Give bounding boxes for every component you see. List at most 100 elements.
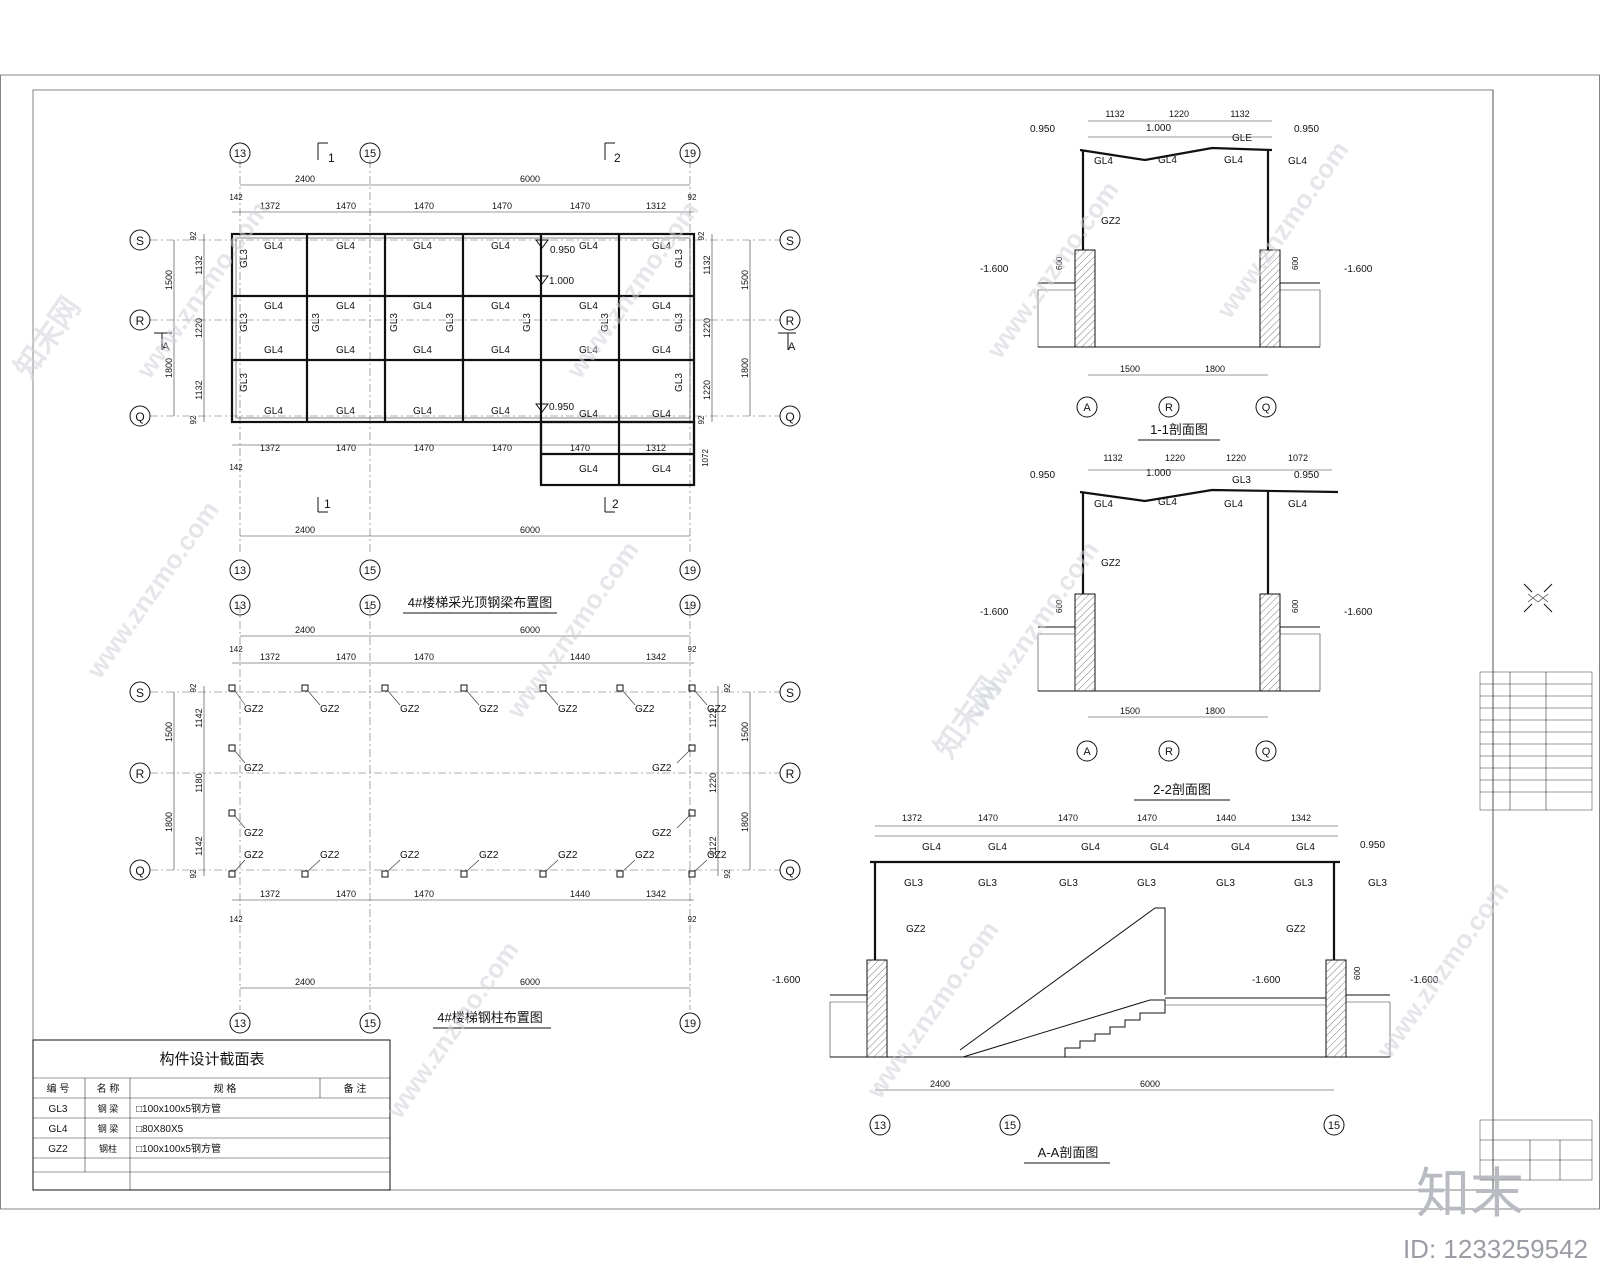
svg-text:92: 92	[723, 869, 732, 878]
svg-text:92: 92	[189, 683, 198, 692]
svg-text:1072: 1072	[701, 449, 710, 467]
svg-text:GZ2: GZ2	[48, 1144, 68, 1155]
svg-text:GL4: GL4	[491, 345, 510, 356]
svg-text:600: 600	[1055, 256, 1064, 270]
svg-text:GL3: GL3	[1137, 878, 1156, 889]
svg-text:1800: 1800	[164, 812, 174, 832]
svg-text:1342: 1342	[1291, 813, 1311, 823]
elevation-mark: 1.000	[535, 275, 574, 287]
svg-text:GL3: GL3	[445, 313, 456, 332]
section-mark: 1	[317, 497, 331, 513]
axis-bubble: 15	[999, 1114, 1021, 1136]
svg-text:GL4: GL4	[652, 301, 671, 312]
section-2-2-title: 2-2剖面图	[1153, 782, 1211, 797]
svg-text:S: S	[136, 234, 144, 248]
svg-text:92: 92	[189, 231, 198, 240]
svg-text:GZ2: GZ2	[707, 850, 727, 861]
svg-text:GZ2: GZ2	[558, 850, 578, 861]
svg-text:1142: 1142	[194, 836, 204, 855]
svg-text:GL4: GL4	[1150, 842, 1169, 853]
svg-text:GZ2: GZ2	[652, 763, 672, 774]
svg-text:GL4: GL4	[988, 842, 1007, 853]
svg-text:13: 13	[234, 565, 246, 577]
section-2-2: 1132 1220 1220 1072 0.950 1.000 0.950 GL…	[980, 453, 1373, 801]
svg-text:1220: 1220	[1169, 109, 1189, 119]
svg-text:600: 600	[1353, 966, 1362, 980]
svg-text:GZ2: GZ2	[479, 850, 499, 861]
svg-text:GZ2: GZ2	[244, 763, 264, 774]
svg-text:GZ2: GZ2	[400, 704, 420, 715]
row-bubble: Q	[129, 859, 151, 881]
svg-text:1500: 1500	[740, 270, 750, 290]
axis-bubble: 15	[359, 559, 381, 581]
svg-text:R: R	[136, 767, 145, 781]
svg-text:1072: 1072	[1288, 453, 1308, 463]
row-bubble: R	[779, 309, 801, 331]
svg-text:1122: 1122	[708, 708, 718, 727]
svg-text:-1.600: -1.600	[1344, 264, 1373, 275]
svg-text:钢柱: 钢柱	[99, 1143, 117, 1154]
axis-bubble: A	[1076, 396, 1098, 418]
svg-text:□80X80X5: □80X80X5	[136, 1124, 184, 1135]
svg-text:GL3: GL3	[239, 313, 250, 332]
svg-text:0.950: 0.950	[550, 245, 575, 256]
svg-text:GL4: GL4	[413, 301, 432, 312]
stair	[962, 999, 1166, 1058]
row-bubble: R	[129, 309, 151, 331]
svg-text:GL3: GL3	[389, 313, 400, 332]
svg-text:92: 92	[688, 645, 697, 654]
svg-text:名 称: 名 称	[97, 1082, 120, 1095]
svg-text:GL4: GL4	[1296, 842, 1315, 853]
svg-text:1470: 1470	[414, 652, 434, 662]
section-a-a-title: A-A剖面图	[1038, 1145, 1099, 1160]
svg-text:13: 13	[874, 1120, 886, 1132]
svg-text:142: 142	[229, 645, 243, 654]
svg-text:2400: 2400	[930, 1079, 950, 1089]
plan-column-layout: 13 15 19 13 15 19 S R Q S R Q 2400 6000 …	[129, 594, 801, 1034]
svg-text:GL4: GL4	[336, 406, 355, 417]
svg-text:□100x100x5钢方管: □100x100x5钢方管	[136, 1142, 221, 1155]
svg-text:GL4: GL4	[264, 345, 283, 356]
svg-text:1: 1	[324, 497, 331, 511]
svg-text:R: R	[136, 314, 145, 328]
svg-text:-1.600: -1.600	[772, 975, 801, 986]
svg-text:0.950: 0.950	[1030, 470, 1055, 481]
svg-text:S: S	[786, 686, 794, 700]
row-bubble: S	[129, 681, 151, 703]
svg-text:1132: 1132	[194, 255, 204, 274]
svg-text:www.znzmo.com: www.znzmo.com	[130, 195, 275, 384]
svg-text:GL4: GL4	[652, 464, 671, 475]
svg-text:GL3: GL3	[674, 313, 685, 332]
svg-text:www.znzmo.com: www.znzmo.com	[380, 935, 525, 1124]
svg-text:19: 19	[684, 600, 696, 612]
svg-text:Q: Q	[135, 864, 144, 878]
section-a-a: 1372 1470 1470 1470 1440 1342 GL4 GL4 GL…	[772, 813, 1439, 1164]
svg-text:GL4: GL4	[336, 345, 355, 356]
svg-text:GL4: GL4	[49, 1124, 68, 1135]
svg-text:-1.600: -1.600	[1410, 975, 1439, 986]
svg-text:GZ2: GZ2	[320, 850, 340, 861]
svg-text:-1.600: -1.600	[1344, 607, 1373, 618]
title-block	[1479, 583, 1593, 1181]
svg-text:GL4: GL4	[652, 409, 671, 420]
svg-text:1470: 1470	[336, 889, 356, 899]
svg-text:知末网: 知末网	[929, 671, 1008, 764]
svg-text:GL4: GL4	[413, 345, 432, 356]
svg-text:1132: 1132	[702, 255, 712, 274]
column-marker: GZ2 GZ2 GZ2 GZ2 GZ2 GZ2 GZ2	[228, 684, 727, 715]
svg-text:GZ2: GZ2	[635, 850, 655, 861]
svg-text:1372: 1372	[260, 443, 280, 453]
member-table: 构件设计截面表 编 号 名 称 规 格 备 注 GL3 钢 梁 □100x100…	[32, 1039, 391, 1191]
svg-text:GL3: GL3	[239, 249, 250, 268]
axis-bubble: 15	[359, 142, 381, 164]
svg-text:6000: 6000	[520, 977, 540, 987]
svg-text:19: 19	[684, 148, 696, 160]
svg-text:A: A	[162, 341, 170, 353]
svg-text:1372: 1372	[902, 813, 922, 823]
svg-text:编 号: 编 号	[47, 1082, 70, 1095]
plan-beam-layout: 13 15 19 13 15 19 S R Q S R Q 1 2 1 2 A …	[129, 142, 801, 614]
svg-text:0.950: 0.950	[1360, 840, 1385, 851]
svg-text:GL4: GL4	[1094, 156, 1113, 167]
svg-text:GZ2: GZ2	[479, 704, 499, 715]
